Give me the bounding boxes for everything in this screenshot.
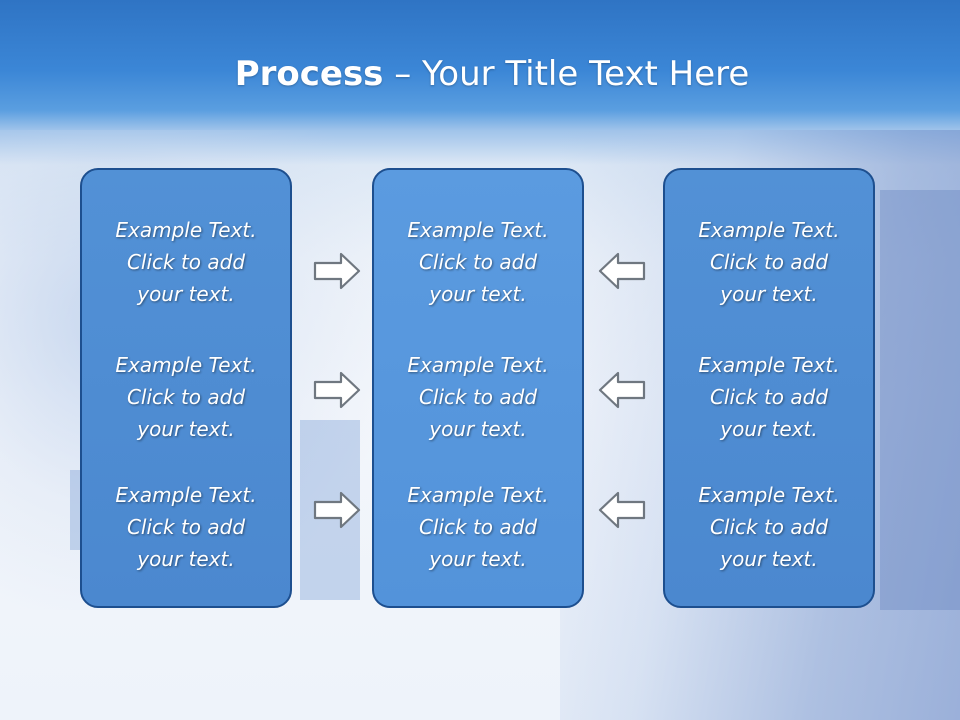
- panel-text-item[interactable]: Example Text. Click to add your text.: [698, 353, 840, 441]
- title-rest: – Your Title Text Here: [383, 54, 750, 94]
- panel-text-item[interactable]: Example Text. Click to add your text.: [407, 218, 549, 306]
- process-panel-left[interactable]: Example Text. Click to add your text. Ex…: [80, 168, 292, 608]
- arrow-right-icon: [313, 371, 361, 409]
- panel-text-item[interactable]: Example Text. Click to add your text.: [698, 218, 840, 306]
- arrow-left-icon: [598, 371, 646, 409]
- arrow-left-icon: [598, 252, 646, 290]
- background-bar: [880, 190, 960, 610]
- title-bold: Process: [234, 54, 384, 94]
- process-panel-center[interactable]: Example Text. Click to add your text. Ex…: [372, 168, 584, 608]
- panel-text-item[interactable]: Example Text. Click to add your text.: [115, 353, 257, 441]
- slide-title[interactable]: Process – Your Title Text Here: [0, 50, 960, 98]
- arrow-left-icon: [598, 491, 646, 529]
- panel-text-item[interactable]: Example Text. Click to add your text.: [115, 218, 257, 306]
- arrow-right-icon: [313, 491, 361, 529]
- process-panel-right[interactable]: Example Text. Click to add your text. Ex…: [663, 168, 875, 608]
- panel-text-item[interactable]: Example Text. Click to add your text.: [115, 483, 257, 571]
- arrow-right-icon: [313, 252, 361, 290]
- panel-text-item[interactable]: Example Text. Click to add your text.: [407, 483, 549, 571]
- panel-text-item[interactable]: Example Text. Click to add your text.: [407, 353, 549, 441]
- panel-text-item[interactable]: Example Text. Click to add your text.: [698, 483, 840, 571]
